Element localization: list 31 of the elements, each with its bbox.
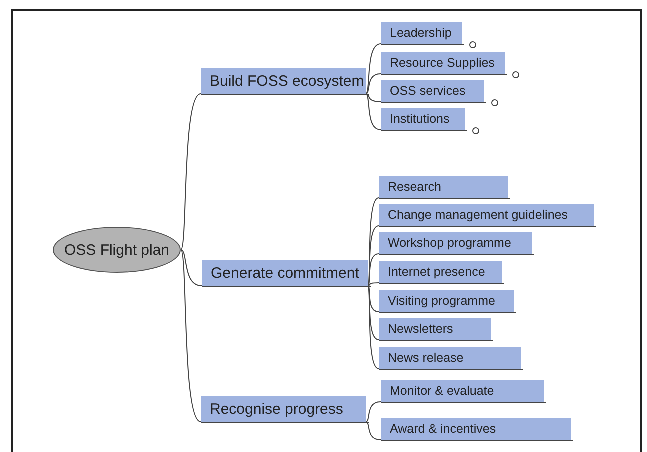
branch-topic: Build FOSS ecosystem (201, 68, 366, 94)
branch-topic: Generate commitment (202, 260, 368, 286)
root-topic-ellipse: OSS Flight plan (53, 227, 181, 273)
connector-line (368, 286, 380, 312)
subtopic: Visiting programme (379, 290, 514, 312)
subtopic: News release (379, 347, 521, 369)
connector-line (180, 250, 202, 286)
subtopic: Monitor & evaluate (381, 380, 544, 402)
connector-line (180, 94, 202, 250)
connector-line (368, 282, 380, 286)
connector-line (366, 74, 382, 94)
connector-line (368, 254, 380, 286)
subtopic: Internet presence (379, 261, 502, 283)
subtopic: Workshop programme (379, 232, 532, 254)
subtopic: Change management guidelines (379, 204, 594, 226)
branch-topic: Recognise progress (201, 396, 366, 422)
subtopic: OSS services (381, 80, 484, 102)
connector-line (180, 250, 202, 422)
subtopic: Institutions (381, 108, 465, 130)
connector-line (368, 286, 380, 340)
connector-line (366, 44, 382, 94)
subtopic: Newsletters (379, 318, 491, 340)
subtopic: Research (379, 176, 508, 198)
connector-line (366, 94, 382, 102)
connector-line (368, 286, 380, 370)
connector-line (366, 402, 382, 422)
subtopic: Leadership (381, 22, 462, 44)
connector-line (366, 422, 382, 440)
subtopic: Resource Supplies (381, 52, 505, 74)
subtopic: Award & incentives (381, 418, 571, 440)
connector-line (366, 94, 382, 130)
